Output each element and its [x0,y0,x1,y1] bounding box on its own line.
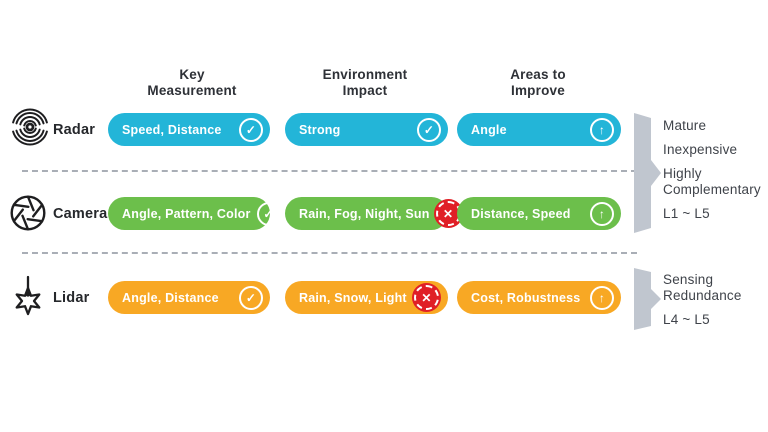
header-line: Impact [342,83,388,99]
annotation-level: L1 ~ L5 [663,205,710,221]
annotation-lidar: Sensing Redundance L4 ~ L5 [663,272,768,328]
pill-text: Cost, Robustness [471,290,581,305]
column-header-environment-impact: Environment Impact [300,67,430,100]
pill-camera-areas-to-improve: Distance, Speed ↑ [457,197,621,230]
pill-lidar-environment-impact: Rain, Snow, Light ✕ [285,281,448,314]
pill-text: Rain, Snow, Light [299,290,407,305]
pill-text: Strong [299,122,341,137]
pill-camera-environment-impact: Rain, Fog, Night, Sun ✕ [285,197,461,230]
column-header-areas-to-improve: Areas to Improve [473,67,603,100]
annotation-item: Inexpensive [663,141,738,157]
header-line: Environment [322,67,408,82]
pill-lidar-areas-to-improve: Cost, Robustness ↑ [457,281,621,314]
annotation-item: Highly Complementary [663,165,761,197]
check-icon: ✓ [239,285,263,310]
row-label-radar: Radar [53,122,96,138]
header-line: Key [179,67,205,82]
camera-aperture-icon [8,193,48,233]
row-label-camera: Camera [53,206,108,222]
row-label-lidar: Lidar [53,290,90,306]
column-header-key-measurement: Key Measurement [127,67,257,100]
header-line: Improve [511,83,565,99]
check-icon: ✓ [256,201,281,226]
radar-icon [10,107,50,147]
check-icon: ✓ [417,117,441,142]
annotation-item: Sensing Redundance [663,272,742,303]
pill-text: Angle, Pattern, Color [122,206,251,221]
pill-radar-environment-impact: Strong ✓ [285,113,448,146]
annotation-item: Mature [663,118,707,133]
header-line: Areas to [510,67,566,82]
pill-text: Angle [471,122,507,137]
lidar-icon [8,275,48,319]
x-mark-icon: ✕ [414,285,439,310]
pill-radar-areas-to-improve: Angle ↑ [457,113,621,146]
pill-text: Angle, Distance [122,290,219,305]
annotation-radar-camera: Mature Inexpensive Highly Complementary … [663,118,768,222]
pill-text: Speed, Distance [122,122,222,137]
check-icon: ✓ [239,117,263,142]
up-arrow-icon: ↑ [590,285,614,310]
side-arrow-bottom-icon [634,267,661,331]
pill-text: Rain, Fog, Night, Sun [299,206,430,221]
pill-text: Distance, Speed [471,206,571,221]
header-line: Measurement [147,83,237,99]
pill-radar-key-measurement: Speed, Distance ✓ [108,113,270,146]
dashed-separator [22,170,637,172]
side-arrow-top-icon [634,112,661,234]
up-arrow-icon: ↑ [590,201,614,226]
x-mark-icon: ✕ [435,201,461,226]
pill-camera-key-measurement: Angle, Pattern, Color ✓ [108,197,281,230]
up-arrow-icon: ↑ [590,117,614,142]
pill-lidar-key-measurement: Angle, Distance ✓ [108,281,270,314]
annotation-level: L4 ~ L5 [663,311,710,327]
dashed-separator [22,252,637,254]
